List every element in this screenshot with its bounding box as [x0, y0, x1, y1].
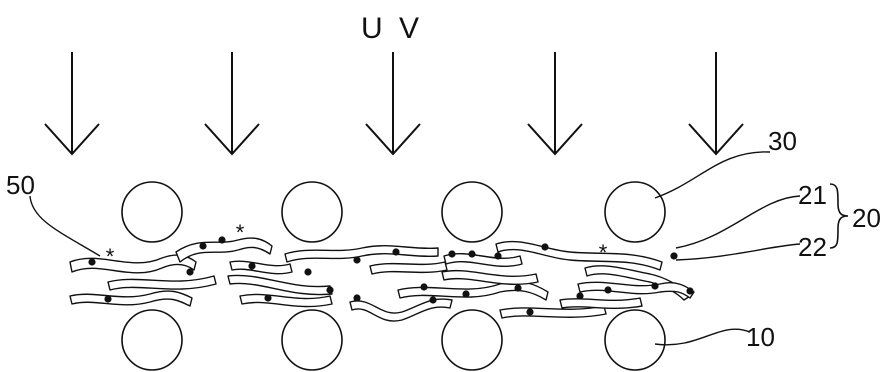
particle [218, 236, 226, 244]
ref-label-21: 21 [798, 180, 827, 210]
uv-arrow-3 [365, 52, 421, 156]
uv-arrow-5 [688, 52, 744, 156]
fiber [284, 245, 439, 263]
uv-arrow-2 [204, 52, 260, 156]
bottom-roller-1 [121, 309, 183, 371]
bottom-roller-2 [281, 309, 343, 371]
fiber [69, 290, 193, 307]
fiber [443, 252, 523, 268]
particle [448, 250, 456, 258]
fiber [349, 298, 453, 322]
fiber [369, 261, 448, 275]
particle [199, 242, 207, 250]
particle [468, 250, 476, 258]
leader-22 [675, 243, 801, 261]
particle [304, 268, 312, 276]
particle [576, 292, 584, 300]
fiber [397, 280, 549, 301]
bottom-roller-3 [441, 309, 503, 371]
fiber-web-layer: * * * [69, 220, 695, 322]
particle [514, 284, 522, 292]
particle [462, 290, 470, 298]
fiber [495, 240, 663, 271]
leader-10 [654, 328, 751, 346]
particle [88, 258, 96, 266]
fiber [229, 260, 293, 275]
asterisk-marker: * [236, 220, 245, 245]
fiber [227, 274, 333, 296]
ref-label-22: 22 [798, 232, 827, 262]
fiber [577, 281, 695, 299]
fiber [107, 275, 217, 291]
particle [104, 295, 112, 303]
uv-label: U V [361, 12, 423, 45]
particle [353, 294, 361, 302]
asterisk-marker: * [599, 240, 608, 265]
particle [686, 287, 694, 295]
top-roller-3 [441, 181, 503, 243]
particle [353, 256, 361, 264]
particle [604, 286, 612, 294]
particle [651, 282, 659, 290]
ref-label-50: 50 [6, 170, 35, 200]
ref-label-10: 10 [746, 322, 775, 352]
leader-21 [675, 195, 801, 249]
top-roller-4 [604, 181, 666, 243]
particle [526, 308, 534, 316]
particle [392, 248, 400, 256]
ref-label-20: 20 [852, 203, 881, 233]
fiber [441, 269, 539, 285]
particle [326, 286, 334, 294]
uv-arrow-4 [527, 52, 583, 156]
fiber [584, 265, 691, 301]
particle [186, 268, 194, 276]
particle [420, 283, 428, 291]
particle [670, 252, 678, 260]
fiber [69, 254, 197, 274]
asterisk-marker: * [106, 244, 115, 269]
fiber [499, 305, 607, 319]
fiber [559, 297, 643, 310]
particle [264, 294, 272, 302]
leader-50 [29, 195, 101, 257]
brace-20 [829, 183, 849, 249]
particle [248, 262, 256, 270]
bottom-roller-4 [604, 309, 666, 371]
top-roller-1 [121, 181, 183, 243]
particle [429, 296, 437, 304]
leader-30 [654, 151, 771, 199]
particle [494, 252, 502, 260]
top-roller-2 [281, 181, 343, 243]
uv-arrow-1 [44, 52, 100, 156]
ref-label-30: 30 [768, 126, 797, 156]
fiber [239, 293, 333, 308]
particle [541, 243, 549, 251]
